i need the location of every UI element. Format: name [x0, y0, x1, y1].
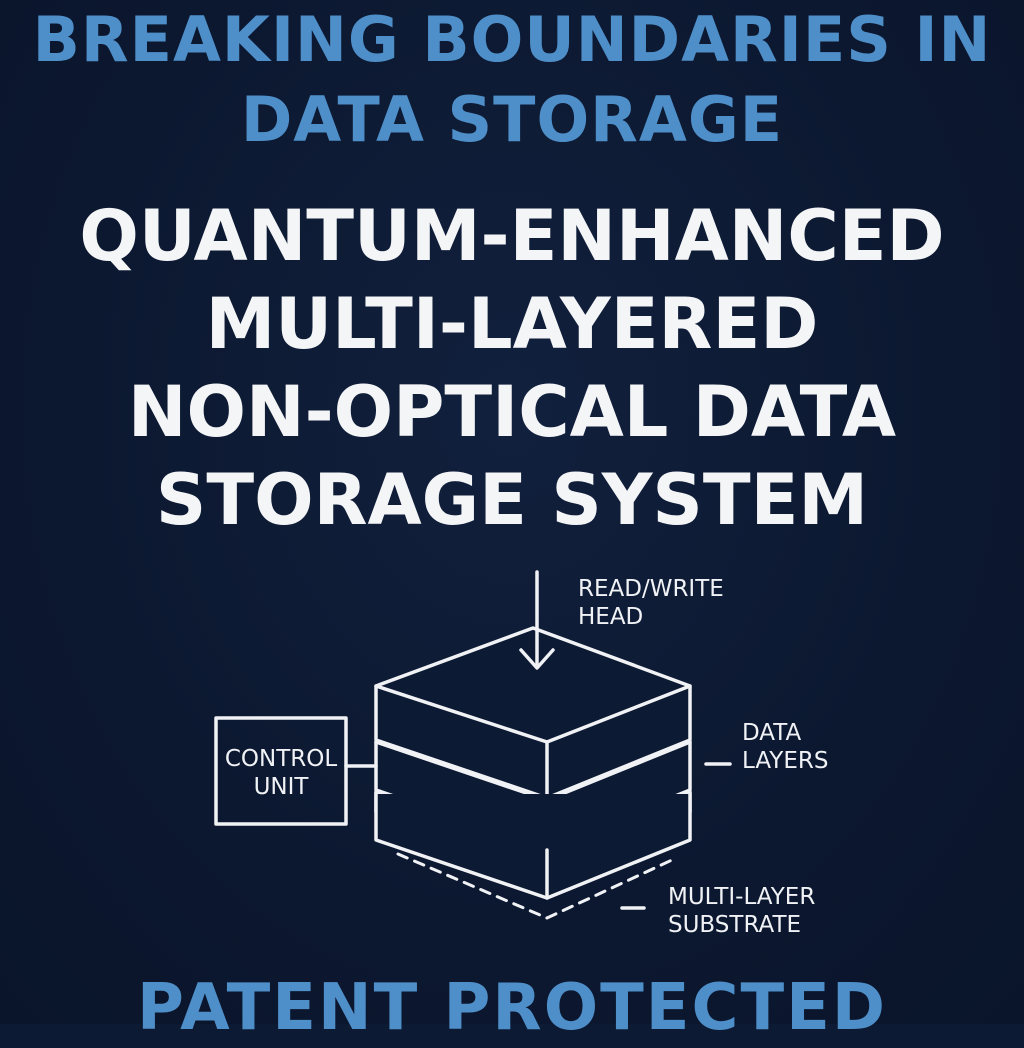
substrate-label-1: MULTI-LAYER: [668, 884, 815, 910]
substrate-dashed-outline: [396, 852, 674, 920]
headline-line-1: BREAKING BOUNDARIES IN: [32, 3, 992, 76]
headline-line-2: DATA STORAGE: [240, 83, 784, 156]
read-write-head-label-1: READ/WRITE: [578, 576, 724, 602]
read-write-arrow: [519, 570, 555, 670]
substrate-label-2: SUBSTRATE: [668, 912, 801, 938]
control-unit-label-1: CONTROL: [225, 746, 338, 772]
data-layers-label-1: DATA: [742, 720, 802, 746]
title-line-4: STORAGE SYSTEM: [155, 459, 869, 541]
storage-diagram: READ/WRITE HEAD CONTROL UNIT DATA LAYERS…: [214, 570, 828, 938]
control-unit-label-2: UNIT: [254, 774, 310, 800]
footer-text: PATENT PROTECTED: [137, 971, 887, 1045]
title-line-3: NON-OPTICAL DATA: [127, 371, 897, 453]
title-line-1: QUANTUM-ENHANCED: [79, 195, 945, 277]
data-layer-1: [374, 626, 692, 800]
page-title: QUANTUM-ENHANCED MULTI-LAYERED NON-OPTIC…: [0, 192, 1024, 544]
data-layers-label-2: LAYERS: [742, 748, 828, 774]
substrate-slab: [374, 792, 692, 900]
read-write-head-label-2: HEAD: [578, 604, 643, 630]
title-line-2: MULTI-LAYERED: [205, 283, 819, 365]
control-unit-box: [214, 716, 348, 826]
headline: BREAKING BOUNDARIES IN DATA STORAGE: [0, 0, 1024, 160]
